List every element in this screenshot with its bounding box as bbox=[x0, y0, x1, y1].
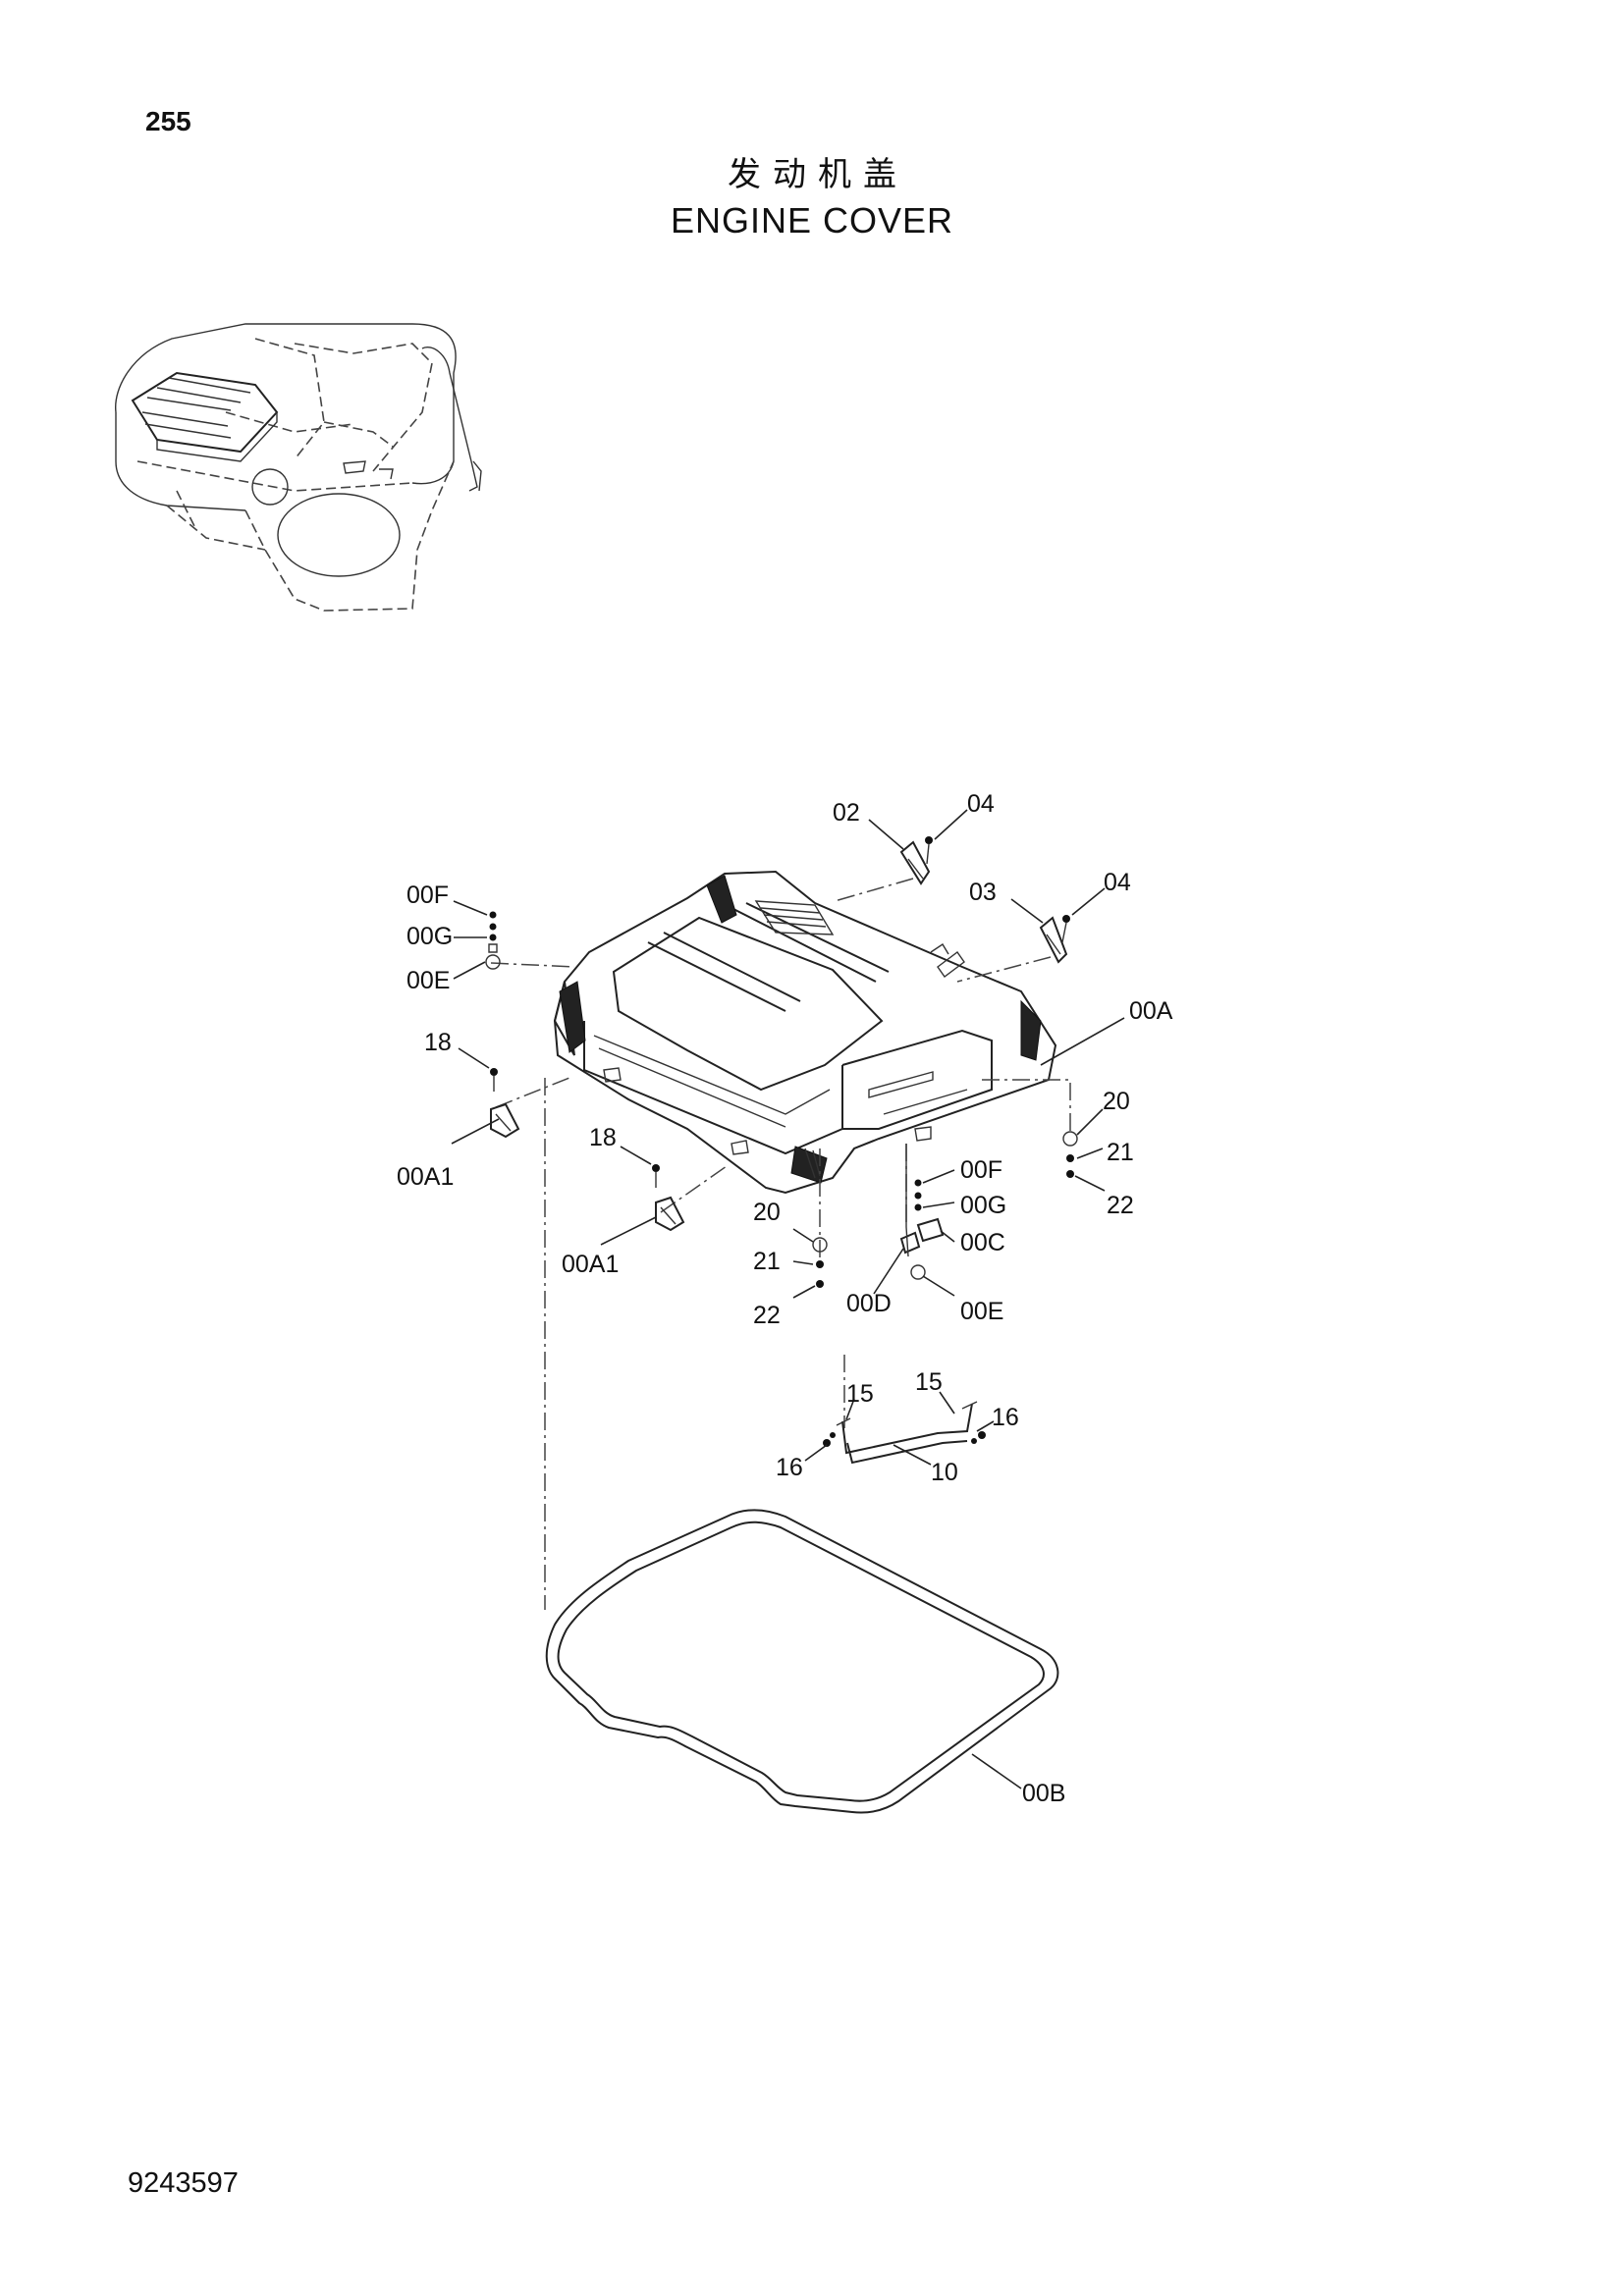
callout-04-b: 04 bbox=[1104, 869, 1131, 896]
page-number: 255 bbox=[145, 106, 191, 136]
hinge-02 bbox=[899, 840, 931, 885]
seal-00B bbox=[545, 1509, 1059, 1814]
callout-16-left: 16 bbox=[776, 1454, 803, 1481]
callout-04-a: 04 bbox=[967, 790, 995, 818]
callout-00E-right: 00E bbox=[960, 1298, 1003, 1325]
bracket-00A1-middle bbox=[652, 1164, 685, 1232]
title-english: ENGINE COVER bbox=[670, 200, 954, 240]
callout-00G-right: 00G bbox=[960, 1192, 1006, 1219]
title-chinese: 发动机盖 bbox=[728, 155, 908, 194]
callout-00A: 00A bbox=[1129, 997, 1173, 1025]
callout-00F-right: 00F bbox=[960, 1156, 1002, 1184]
callout-00F-left: 00F bbox=[406, 881, 449, 909]
callout-21-middle: 21 bbox=[753, 1248, 781, 1275]
bolt-04-b bbox=[1062, 915, 1070, 923]
callout-18-left: 18 bbox=[424, 1029, 452, 1056]
latch-hardware bbox=[899, 1144, 945, 1280]
callout-00E-left: 00E bbox=[406, 967, 450, 994]
bolt-04-a bbox=[925, 836, 933, 844]
callout-20-middle: 20 bbox=[753, 1199, 781, 1226]
hardware-stack-middle bbox=[812, 1237, 828, 1288]
callout-15-left: 15 bbox=[846, 1380, 874, 1408]
hardware-stack-left bbox=[485, 911, 501, 970]
callout-22-middle: 22 bbox=[753, 1302, 781, 1329]
callout-03: 03 bbox=[969, 879, 997, 906]
callout-00B: 00B bbox=[1022, 1780, 1065, 1807]
callout-00G-left: 00G bbox=[406, 923, 453, 950]
callout-labels: 02 04 03 04 00F 00G 00E 00A 18 00A1 20 2… bbox=[397, 790, 1173, 1807]
callout-21-right: 21 bbox=[1107, 1139, 1134, 1166]
callout-00C: 00C bbox=[960, 1229, 1005, 1256]
callout-22-right: 22 bbox=[1107, 1192, 1134, 1219]
bracket-00A1-left bbox=[490, 1068, 520, 1139]
callout-00A1-left: 00A1 bbox=[397, 1163, 454, 1191]
hardware-stack-right bbox=[1062, 1131, 1078, 1178]
key-map-thumbnail bbox=[115, 323, 482, 612]
callout-18-middle: 18 bbox=[589, 1124, 617, 1151]
callout-15-right: 15 bbox=[915, 1368, 943, 1396]
callout-02: 02 bbox=[833, 799, 860, 827]
document-code: 9243597 bbox=[128, 2167, 239, 2199]
hinge-03 bbox=[1039, 916, 1068, 964]
callout-20-right: 20 bbox=[1103, 1088, 1130, 1115]
callout-16-right: 16 bbox=[992, 1404, 1019, 1431]
callout-10: 10 bbox=[931, 1459, 958, 1486]
callout-00A1-middle: 00A1 bbox=[562, 1251, 619, 1278]
stay-rod-10 bbox=[823, 1401, 986, 1465]
leader-lines bbox=[451, 809, 1125, 1789]
engine-cover-assembly bbox=[553, 870, 1057, 1195]
callout-00D: 00D bbox=[846, 1290, 892, 1317]
